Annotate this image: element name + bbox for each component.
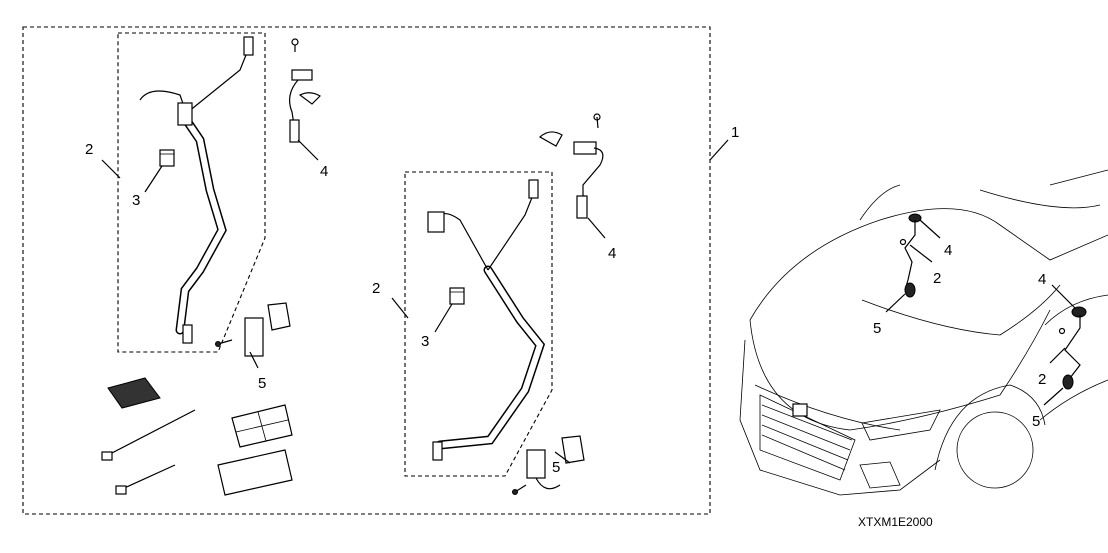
installed-harness-left bbox=[899, 213, 922, 298]
harness-boundary bbox=[404, 171, 553, 477]
leader-line bbox=[391, 297, 409, 319]
leader-line bbox=[1049, 347, 1066, 364]
callout-kit: 1 bbox=[731, 124, 739, 141]
switch bbox=[512, 435, 585, 495]
headlight bbox=[861, 409, 941, 441]
callout-vehicle-ground-left: 4 bbox=[944, 242, 952, 259]
leader-line bbox=[709, 139, 729, 161]
leader-line bbox=[885, 293, 906, 313]
leader-line bbox=[144, 165, 163, 193]
harness-boundary bbox=[117, 32, 266, 353]
accessories bbox=[101, 377, 293, 496]
callout-vehicle-ground-right: 4 bbox=[1038, 271, 1046, 288]
switch bbox=[215, 302, 291, 357]
leader-line bbox=[1051, 284, 1076, 309]
ground-wire bbox=[288, 38, 321, 143]
vehicle-illustration: 4 2 5 4 2 5 bbox=[739, 169, 1108, 496]
fog-light bbox=[859, 461, 901, 489]
wire-harness bbox=[427, 179, 546, 461]
callout-ground-wire: 4 bbox=[320, 163, 328, 180]
callout-ground-wire: 4 bbox=[608, 245, 616, 262]
leader-line bbox=[297, 139, 319, 161]
figure-code: XTXM1E2000 bbox=[858, 515, 933, 529]
leader-line bbox=[909, 244, 933, 263]
kit-boundary bbox=[22, 26, 711, 515]
leader-line bbox=[249, 351, 259, 369]
callout-vehicle-switch-left: 5 bbox=[873, 320, 881, 337]
leader-line bbox=[554, 451, 571, 464]
callout-harness: 2 bbox=[85, 141, 93, 158]
leader-line bbox=[434, 303, 453, 333]
wire-harness bbox=[139, 36, 254, 344]
leader-line bbox=[1043, 387, 1064, 406]
wheel-arch bbox=[934, 384, 1046, 471]
callout-vehicle-switch-right: 5 bbox=[1032, 413, 1040, 430]
installed-harness-right bbox=[1058, 306, 1087, 390]
center-harness-group: 2 3 4 5 bbox=[372, 113, 616, 495]
wheel bbox=[956, 411, 1034, 489]
leader-line bbox=[101, 159, 121, 179]
fuse bbox=[159, 149, 175, 167]
callout-fuse: 3 bbox=[132, 192, 140, 209]
leader-line bbox=[587, 217, 606, 239]
ground-wire bbox=[538, 113, 604, 219]
front-grille bbox=[759, 394, 856, 481]
fuse bbox=[449, 287, 465, 305]
callout-vehicle-harness-left: 2 bbox=[933, 270, 941, 287]
callout-vehicle-harness-right: 2 bbox=[1038, 371, 1046, 388]
callout-fuse: 3 bbox=[421, 333, 429, 350]
callout-harness: 2 bbox=[372, 280, 380, 297]
left-harness-group: 2 3 4 5 bbox=[85, 32, 328, 496]
callout-switch: 5 bbox=[552, 459, 560, 476]
leader-line bbox=[919, 219, 941, 239]
callout-switch: 5 bbox=[258, 375, 266, 392]
